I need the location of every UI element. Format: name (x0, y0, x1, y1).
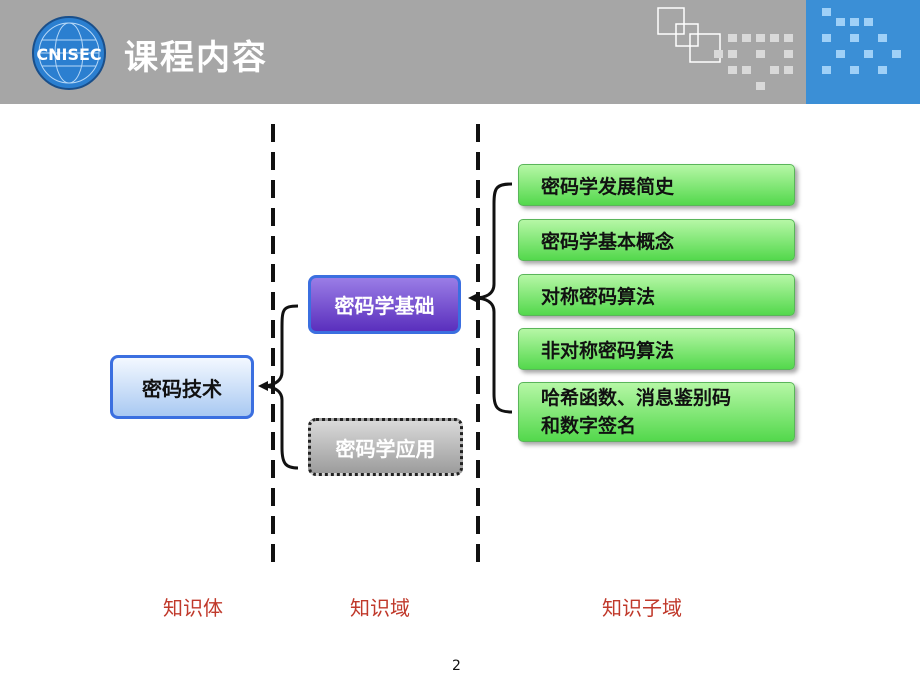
domain-node-inactive[interactable]: 密码学应用 (308, 418, 463, 476)
column-label-domain: 知识域 (350, 596, 410, 620)
arrow-root (258, 381, 268, 391)
logo-text: CNISEC (36, 45, 101, 64)
subdomain-node[interactable]: 密码学基本概念 (518, 219, 795, 261)
arrow-domain (468, 293, 478, 303)
column-label-subdomain: 知识子域 (602, 596, 682, 620)
page-title: 课程内容 (124, 38, 268, 78)
page-number: 2 (452, 658, 461, 674)
cnisec-logo-icon: CNISEC (32, 16, 106, 90)
subdomain-node[interactable]: 对称密码算法 (518, 274, 795, 316)
subdomain-node[interactable]: 哈希函数、消息鉴别码 和数字签名 (518, 382, 795, 442)
header-bar (0, 0, 920, 104)
column-label-body: 知识体 (163, 596, 223, 620)
domain-node-active[interactable]: 密码学基础 (308, 275, 461, 334)
subdomain-node[interactable]: 密码学发展简史 (518, 164, 795, 206)
root-node: 密码技术 (110, 355, 254, 419)
subdomain-node[interactable]: 非对称密码算法 (518, 328, 795, 370)
decorative-squares (657, 7, 901, 90)
